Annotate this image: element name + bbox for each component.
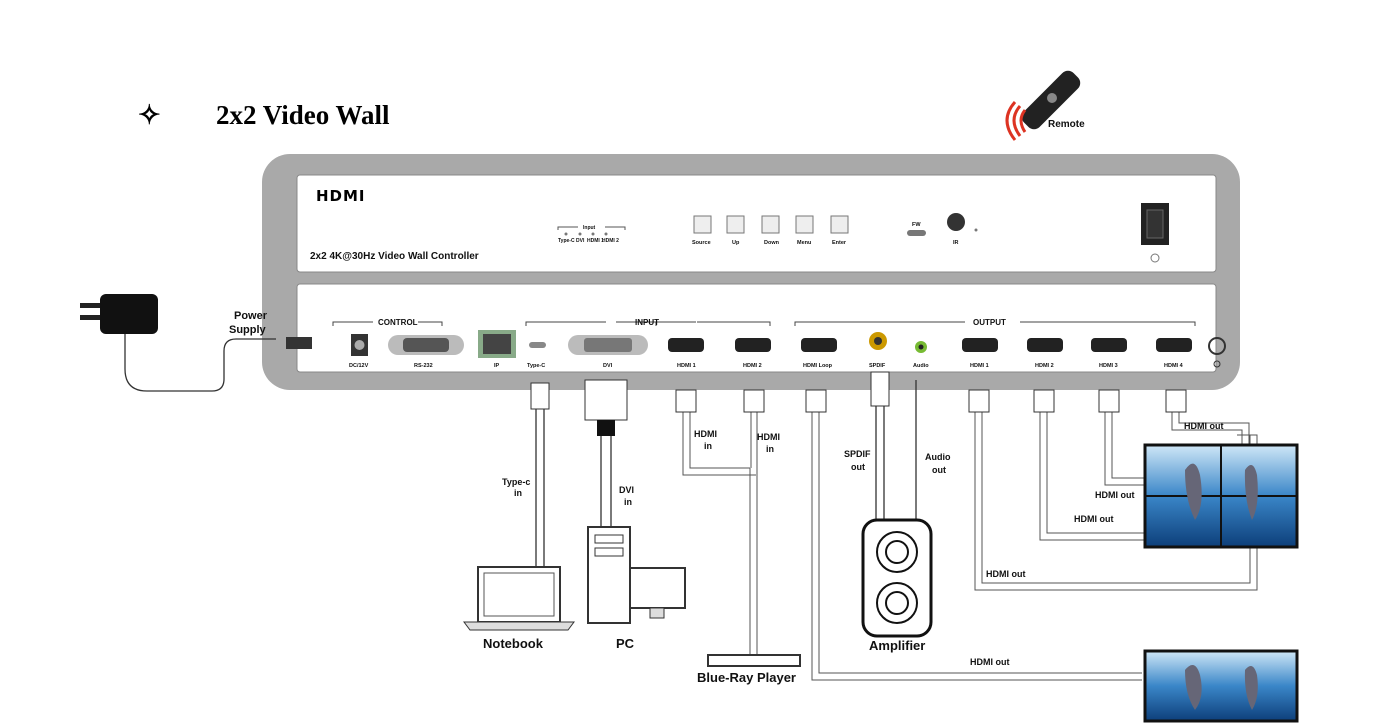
fw-usb-port[interactable] — [907, 230, 926, 236]
source-button[interactable] — [693, 215, 712, 234]
back-panel: CONTROL INPUT OUTPUT DC/12V RS-232 IP Ty… — [296, 283, 1226, 373]
port-label: HDMI 3 — [1099, 363, 1118, 369]
port-label: RS-232 — [414, 363, 433, 369]
port-label: DC/12V — [349, 363, 369, 369]
led-label: HDMI 2 — [602, 238, 619, 244]
video-wall-2x2 — [1143, 443, 1299, 549]
hdmi-loop-display — [1143, 649, 1299, 723]
ir-sensor-icon — [947, 213, 965, 231]
port-label: IP — [494, 363, 500, 369]
hdmi1-input-port[interactable] — [668, 338, 704, 352]
cable-label-spdif-out: out — [851, 462, 865, 472]
port-label: Type-C — [527, 363, 545, 369]
led-label: DVI — [576, 238, 585, 244]
diagram-title: 2x2 Video Wall — [216, 100, 390, 130]
remote-label: Remote — [1048, 119, 1085, 130]
ir-label: IR — [953, 240, 959, 246]
notebook-label: Notebook — [483, 636, 544, 651]
button-label: Menu — [797, 240, 811, 246]
port-label: Audio — [913, 363, 929, 369]
cable-label-typec-in: in — [514, 488, 522, 498]
down-button[interactable] — [761, 215, 780, 234]
button-label: Up — [732, 240, 740, 246]
front-panel: HDMI 2x2 4K@30Hz Video Wall Controller I… — [296, 174, 1217, 273]
cable-label-hdmi-out: HDMI out — [1095, 490, 1135, 500]
input-led-group-label: Input — [583, 225, 596, 231]
notebook-icon — [463, 566, 575, 631]
pc-icon — [587, 526, 686, 624]
led-label: Type-C — [558, 238, 575, 244]
remote-icon — [1005, 70, 1081, 141]
input-group-label: INPUT — [635, 318, 659, 327]
cable-label-spdif-out: SPDIF — [844, 449, 871, 459]
port-label: HDMI 4 — [1164, 363, 1184, 369]
power-supply-label: Supply — [229, 324, 267, 336]
input-leds: Type-C DVI HDMI 1 HDMI 2 — [558, 232, 619, 244]
bluray-label: Blue-Ray Player — [697, 670, 796, 685]
up-button[interactable] — [726, 215, 745, 234]
hdmi-loop-port[interactable] — [801, 338, 837, 352]
cable-label-hdmi-in: in — [704, 441, 712, 451]
cable-label-audio-out: out — [932, 465, 946, 475]
fw-label: FW — [912, 222, 921, 228]
port-label: HDMI 2 — [743, 363, 762, 369]
power-supply-label: Power — [234, 310, 268, 322]
port-label: HDMI 1 — [970, 363, 989, 369]
port-label: HDMI Loop — [803, 363, 833, 369]
amplifier-icon — [861, 518, 933, 638]
ground-terminal-icon — [1208, 337, 1226, 355]
button-label: Down — [764, 240, 780, 246]
hdmi4-output-port[interactable] — [1156, 338, 1192, 352]
port-label: DVI — [603, 363, 613, 369]
power-adapter-icon — [80, 294, 312, 392]
menu-button[interactable] — [795, 215, 814, 234]
hdmi3-output-port[interactable] — [1091, 338, 1127, 352]
bluray-player-icon — [707, 654, 801, 667]
enter-button[interactable] — [830, 215, 849, 234]
hdmi2-output-port[interactable] — [1027, 338, 1063, 352]
cable-label-audio-out: Audio — [925, 452, 951, 462]
led-label: HDMI 1 — [587, 238, 604, 244]
cable-label-hdmi-out: HDMI out — [970, 657, 1010, 667]
cable-label-hdmi-in: in — [766, 444, 774, 454]
cable-label-hdmi-in: HDMI — [694, 429, 717, 439]
cable-label-hdmi-in: HDMI — [757, 432, 780, 442]
cable-label-hdmi-out: HDMI out — [1184, 421, 1224, 431]
button-label: Source — [692, 240, 711, 246]
cable-label-hdmi-out: HDMI out — [1074, 514, 1114, 524]
power-symbol-icon — [1150, 253, 1160, 263]
port-label: HDMI 1 — [677, 363, 696, 369]
port-label: SPDIF — [869, 363, 886, 369]
hdmi-logo: HDMI — [316, 187, 366, 205]
cable-label-dvi-in: DVI — [619, 485, 634, 495]
amplifier-label: Amplifier — [869, 638, 925, 653]
control-group-label: CONTROL — [378, 318, 418, 327]
front-buttons: Source Up Down Menu Enter — [692, 215, 849, 246]
hdmi1-output-port[interactable] — [962, 338, 998, 352]
cable-label-typec-in: Type-c — [502, 477, 530, 487]
pc-label: PC — [616, 636, 635, 651]
cable-label-dvi-in: in — [624, 497, 632, 507]
typec-input-port[interactable] — [529, 342, 546, 348]
output-group-label: OUTPUT — [973, 318, 1006, 327]
port-label: HDMI 2 — [1035, 363, 1054, 369]
hdmi2-input-port[interactable] — [735, 338, 771, 352]
cable-label-hdmi-out: HDMI out — [986, 569, 1026, 579]
model-name: 2x2 4K@30Hz Video Wall Controller — [310, 251, 479, 262]
title-bullet-icon: ✧ — [138, 100, 161, 130]
button-label: Enter — [832, 240, 847, 246]
